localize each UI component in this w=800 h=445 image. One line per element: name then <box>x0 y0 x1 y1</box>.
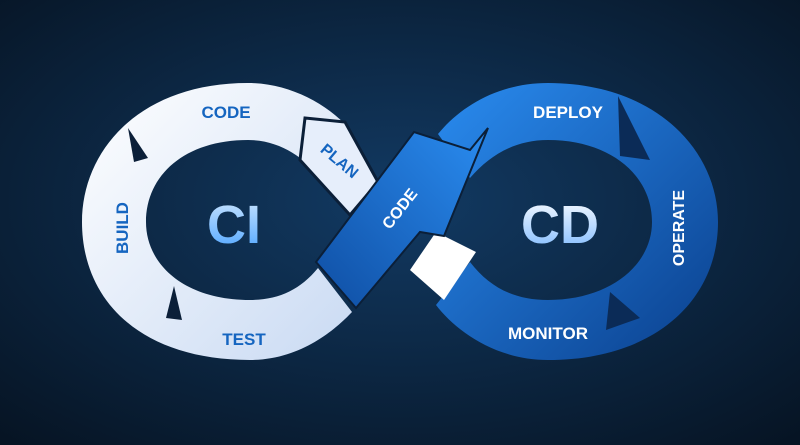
code-bridge-arrow <box>314 127 489 310</box>
label-test: TEST <box>222 330 266 349</box>
label-code-left: CODE <box>201 103 250 122</box>
return-arrow-icon <box>410 232 476 300</box>
right-loop <box>410 83 718 360</box>
cd-center-label: CD <box>521 195 599 255</box>
label-operate: OPERATE <box>671 190 688 266</box>
ci-center-label: CI <box>207 195 261 255</box>
right-notch-2 <box>606 292 640 330</box>
left-loop-ring <box>82 83 352 360</box>
label-build: BUILD <box>113 202 132 254</box>
right-loop-ring <box>436 83 718 360</box>
left-notch-2 <box>166 286 182 320</box>
left-notch-1 <box>128 128 148 162</box>
label-monitor: MONITOR <box>508 324 588 343</box>
left-loop <box>82 83 380 360</box>
label-deploy: DEPLOY <box>533 103 604 122</box>
right-notch-1 <box>618 96 650 160</box>
